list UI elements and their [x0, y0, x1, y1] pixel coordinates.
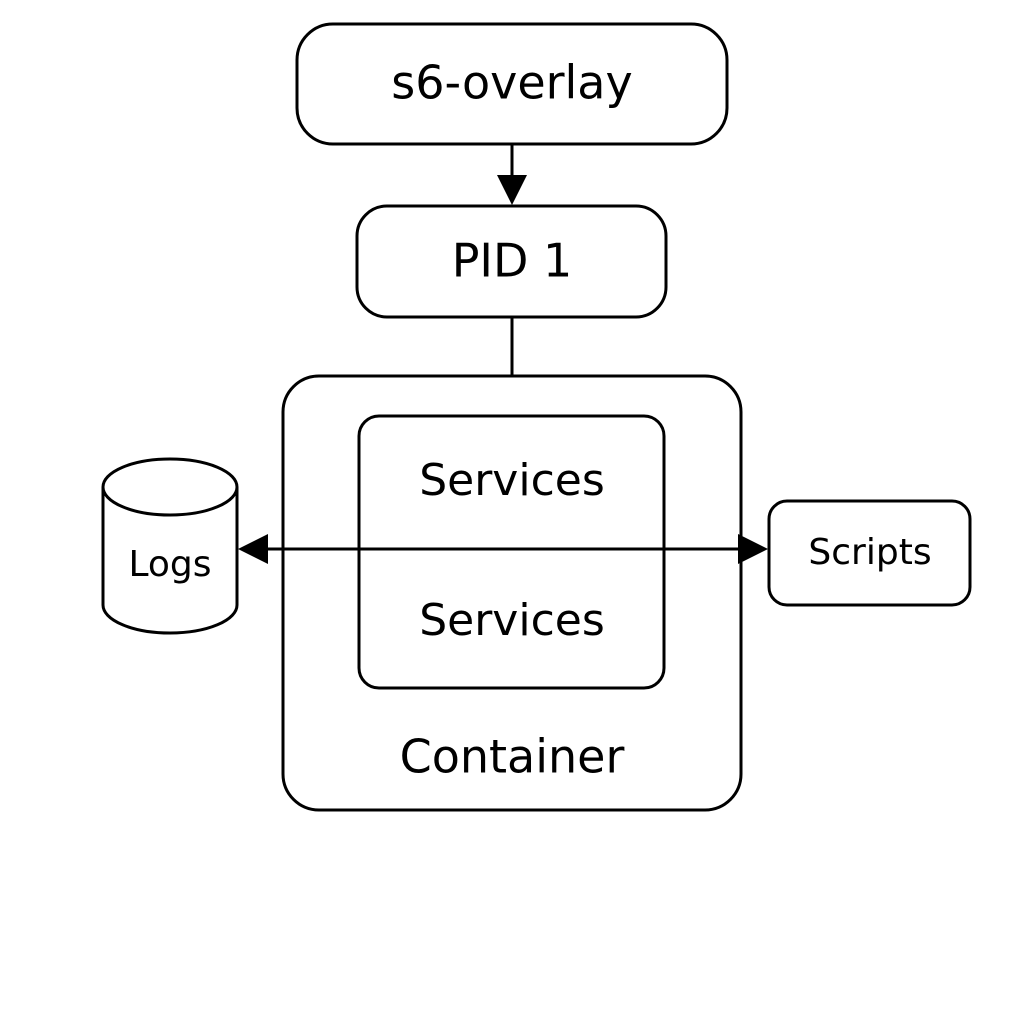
pid1-node: PID 1 [355, 204, 668, 319]
logs-node: Logs [101, 457, 239, 635]
scripts-label: Scripts [808, 532, 931, 573]
scripts-node: Scripts [767, 499, 972, 607]
container-label: Container [400, 730, 625, 784]
services-node: Services Services [357, 414, 666, 690]
services-bottom-label: Services [419, 595, 605, 646]
pid1-label: PID 1 [452, 234, 573, 288]
logs-label: Logs [128, 544, 211, 585]
s6-overlay-label: s6-overlay [391, 56, 632, 110]
s6-overlay-node: s6-overlay [295, 22, 729, 146]
services-top-label: Services [419, 455, 605, 506]
